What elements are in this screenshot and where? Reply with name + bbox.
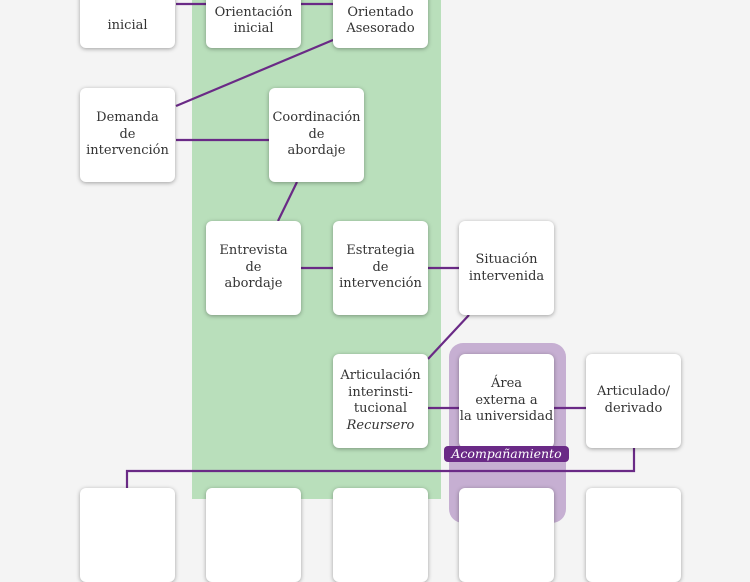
- connector: [175, 38, 334, 108]
- node-label: Orientación: [214, 4, 293, 20]
- node-label: Área: [490, 376, 523, 391]
- node-label: inicial: [107, 17, 148, 33]
- node-label: la universidad: [459, 409, 554, 424]
- node-label: externa a: [475, 392, 538, 408]
- node-label: tucional: [353, 401, 408, 416]
- connector: [125, 448, 636, 488]
- node-row5-3: [333, 488, 428, 582]
- node-label: inicial: [233, 21, 274, 36]
- node-label: Entrevista: [219, 243, 288, 259]
- node-row5-2: [206, 488, 301, 582]
- node-label: Coordinación: [272, 110, 361, 126]
- node-label: Demanda: [96, 110, 159, 126]
- node-row5-5: [586, 488, 681, 582]
- node-articulado: Articulado/derivado: [586, 354, 681, 448]
- connector: [427, 314, 470, 360]
- node-label: intervención: [86, 143, 169, 159]
- node-label: Recursero: [346, 417, 415, 433]
- node-label: Asesorado: [346, 21, 415, 36]
- node-label: derivado: [604, 400, 663, 416]
- node-label: de: [119, 126, 136, 142]
- node-label: Orientado: [347, 4, 414, 20]
- node-label: intervenida: [468, 268, 545, 284]
- node-label: interinsti-: [348, 384, 413, 400]
- connector: [277, 181, 298, 222]
- node-label: Articulación: [340, 368, 421, 383]
- node-row5-1: [80, 488, 175, 582]
- node-label: abordaje: [224, 276, 283, 292]
- node-label: abordaje: [287, 143, 346, 159]
- node-label: de: [245, 259, 262, 275]
- node-label: Situación: [475, 252, 538, 267]
- node-label: de: [308, 126, 325, 142]
- connectors: [125, 2, 636, 488]
- node-label: de: [372, 259, 389, 275]
- node-label: Articulado/: [596, 384, 671, 399]
- acompanamiento-label: Acompañamiento: [444, 446, 569, 462]
- node-demanda-inicial: inicial: [80, 0, 175, 48]
- node-label: intervención: [339, 276, 422, 292]
- node-row5-4: [459, 488, 554, 582]
- node-label: Estrategia: [346, 243, 415, 259]
